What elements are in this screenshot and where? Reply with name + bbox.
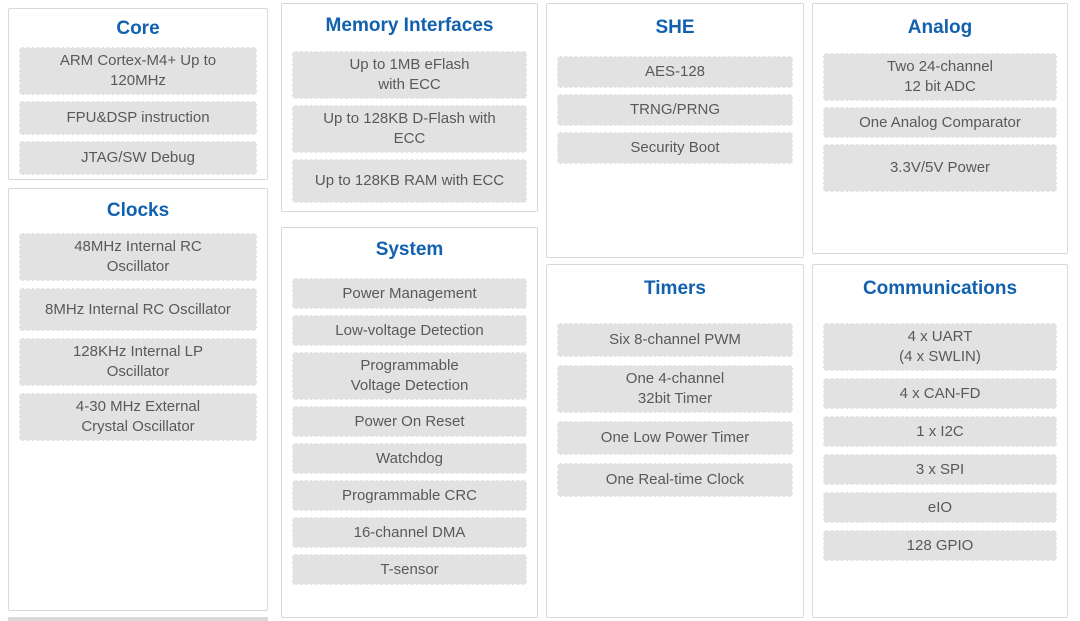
communications-panel: Communications 4 x UART (4 x SWLIN) 4 x … <box>812 264 1068 618</box>
system-cell: Power On Reset <box>292 406 527 437</box>
core-title: Core <box>116 18 160 39</box>
timers-cell: One Real-time Clock <box>557 463 793 497</box>
she-title: SHE <box>655 17 695 38</box>
she-cell: Security Boot <box>557 132 793 164</box>
system-title: System <box>375 239 444 260</box>
analog-title: Analog <box>907 17 973 38</box>
core-cell: FPU&DSP instruction <box>19 101 257 135</box>
communications-cell: 1 x I2C <box>823 416 1057 447</box>
timers-cell: One 4-channel 32bit Timer <box>557 365 793 413</box>
system-cell: Watchdog <box>292 443 527 474</box>
analog-cell: One Analog Comparator <box>823 107 1057 138</box>
timers-panel: Timers Six 8-channel PWM One 4-channel 3… <box>546 264 804 618</box>
communications-cell: eIO <box>823 492 1057 523</box>
timers-title: Timers <box>644 278 706 299</box>
cutoff-cell-strip <box>8 617 268 621</box>
communications-cell: 4 x UART (4 x SWLIN) <box>823 323 1057 371</box>
she-cell: AES-128 <box>557 56 793 88</box>
clocks-title: Clocks <box>106 200 170 221</box>
memory-cell: Up to 128KB RAM with ECC <box>292 159 527 203</box>
system-cell: Programmable Voltage Detection <box>292 352 527 400</box>
clocks-cell: 4-30 MHz External Crystal Oscillator <box>19 393 257 441</box>
memory-cell: Up to 128KB D-Flash with ECC <box>292 105 527 153</box>
clocks-panel: Clocks 48MHz Internal RC Oscillator 8MHz… <box>8 188 268 611</box>
system-panel: System Power Management Low-voltage Dete… <box>281 227 538 618</box>
analog-panel: Analog Two 24-channel 12 bit ADC One Ana… <box>812 3 1068 254</box>
she-panel: SHE AES-128 TRNG/PRNG Security Boot <box>546 3 804 258</box>
system-cell: Low-voltage Detection <box>292 315 527 346</box>
she-cell: TRNG/PRNG <box>557 94 793 126</box>
system-cell: Programmable CRC <box>292 480 527 511</box>
core-panel: Core ARM Cortex-M4+ Up to 120MHz FPU&DSP… <box>8 8 268 180</box>
clocks-cell: 128KHz Internal LP Oscillator <box>19 338 257 386</box>
system-cell: 16-channel DMA <box>292 517 527 548</box>
communications-title: Communications <box>862 278 1018 299</box>
core-cell: JTAG/SW Debug <box>19 141 257 175</box>
analog-cell: 3.3V/5V Power <box>823 144 1057 192</box>
memory-interfaces-panel: Memory Interfaces Up to 1MB eFlash with … <box>281 3 538 212</box>
analog-cell: Two 24-channel 12 bit ADC <box>823 53 1057 101</box>
clocks-cell: 8MHz Internal RC Oscillator <box>19 288 257 331</box>
system-cell: Power Management <box>292 278 527 309</box>
clocks-cell: 48MHz Internal RC Oscillator <box>19 233 257 281</box>
system-cell: T-sensor <box>292 554 527 585</box>
memory-interfaces-title: Memory Interfaces <box>325 15 494 36</box>
memory-cell: Up to 1MB eFlash with ECC <box>292 51 527 99</box>
communications-cell: 4 x CAN-FD <box>823 378 1057 409</box>
timers-cell: One Low Power Timer <box>557 421 793 455</box>
core-cell: ARM Cortex-M4+ Up to 120MHz <box>19 47 257 95</box>
communications-cell: 3 x SPI <box>823 454 1057 485</box>
timers-cell: Six 8-channel PWM <box>557 323 793 357</box>
communications-cell: 128 GPIO <box>823 530 1057 561</box>
